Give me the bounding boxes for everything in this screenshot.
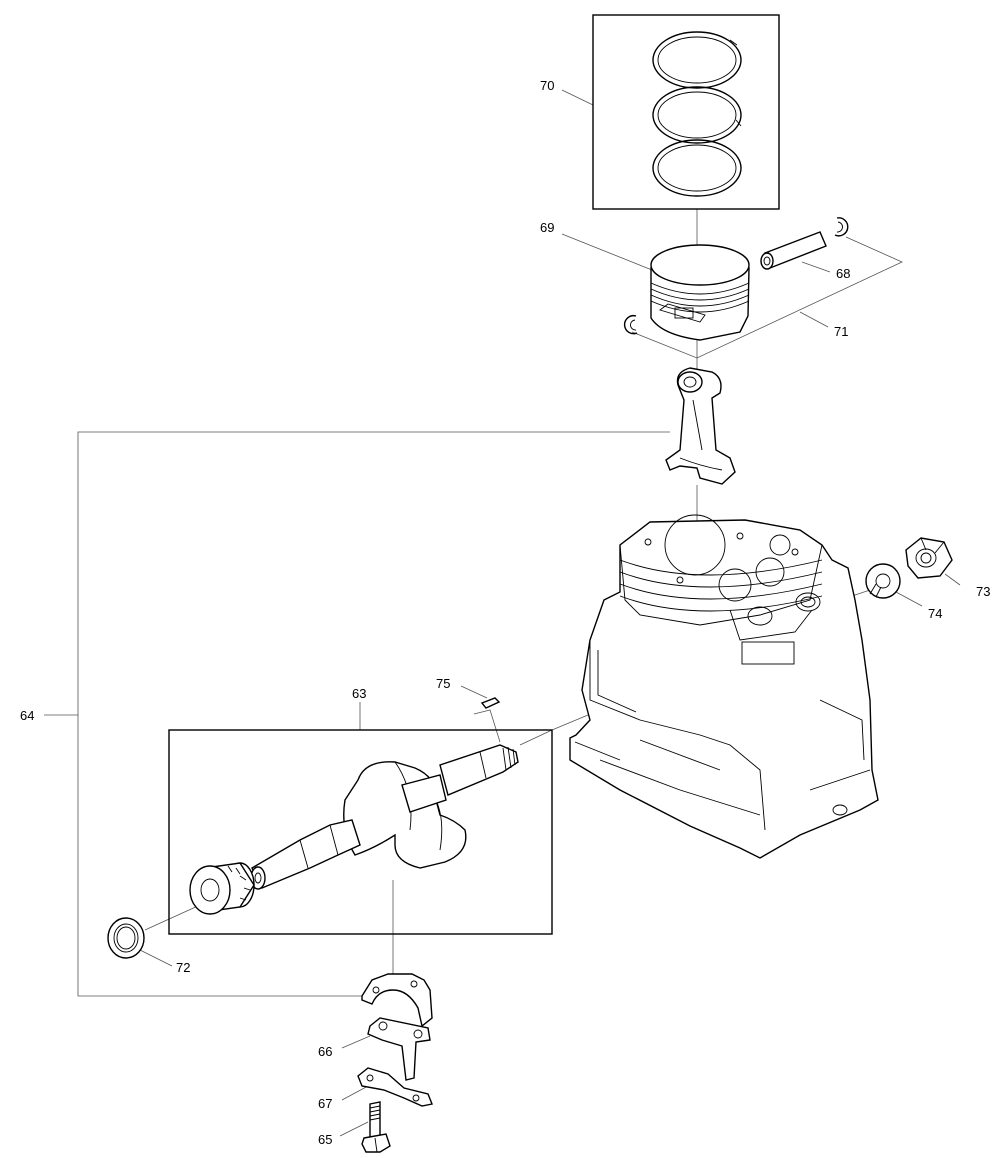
- callout-69: 69: [540, 220, 554, 235]
- callout-75: 75: [436, 676, 450, 691]
- oil-seal[interactable]: [107, 917, 145, 959]
- lock-plate[interactable]: [357, 1067, 433, 1107]
- piston-pin[interactable]: [760, 231, 827, 270]
- callout-63: 63: [352, 686, 366, 701]
- callout-74: 74: [928, 606, 942, 621]
- piston[interactable]: [650, 244, 750, 341]
- callout-64: 64: [20, 708, 34, 723]
- callout-68: 68: [836, 266, 850, 281]
- callout-72: 72: [176, 960, 190, 975]
- callout-70: 70: [540, 78, 554, 93]
- callout-71: 71: [834, 324, 848, 339]
- nut[interactable]: [905, 537, 953, 579]
- connecting-rod[interactable]: [665, 367, 736, 485]
- connecting-rod-cap[interactable]: [361, 973, 433, 1028]
- callout-66: 66: [318, 1044, 332, 1059]
- oil-dipper[interactable]: [367, 1017, 431, 1081]
- guide-lines: [44, 89, 961, 1137]
- callout-73: 73: [976, 584, 990, 599]
- piston-ring-set[interactable]: [592, 14, 780, 210]
- connecting-rod-bolt[interactable]: [361, 1101, 391, 1153]
- lock-washer[interactable]: [865, 563, 901, 599]
- callout-labels: 70 69 68 71 64 63 75 73 74 72 66 67 65: [20, 78, 990, 1147]
- woodruff-key[interactable]: [480, 697, 501, 709]
- callout-67: 67: [318, 1096, 332, 1111]
- crankshaft-assembly[interactable]: [168, 729, 553, 935]
- callout-65: 65: [318, 1132, 332, 1147]
- piston-pin-circlips[interactable]: [623, 217, 849, 335]
- engine-block: [569, 514, 879, 859]
